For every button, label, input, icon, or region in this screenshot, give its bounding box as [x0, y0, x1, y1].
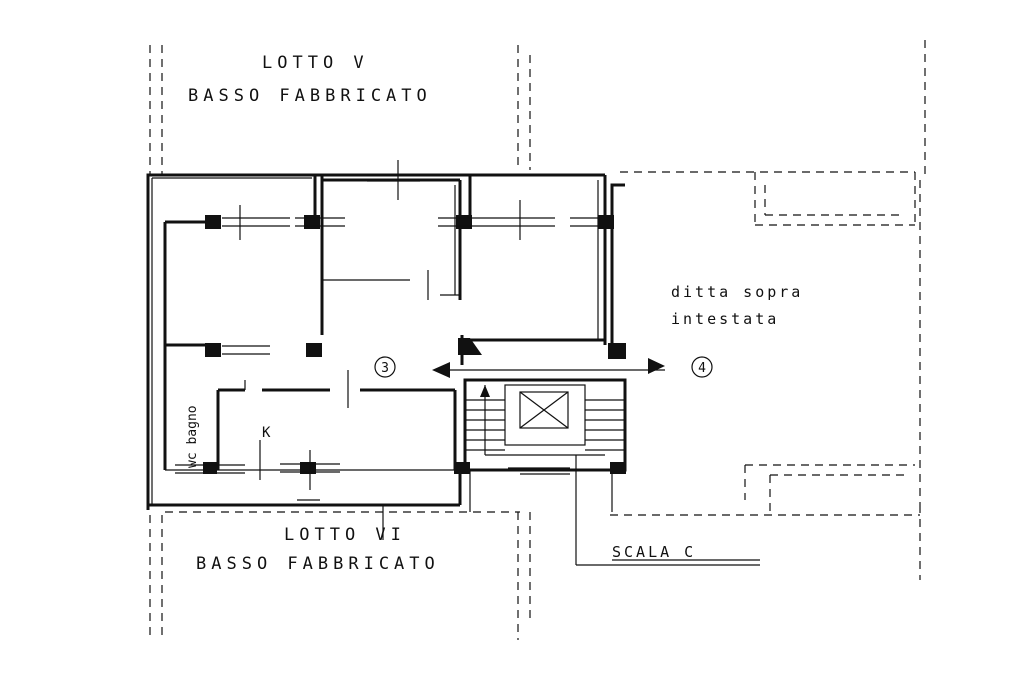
room-kitchen-label: K: [262, 425, 271, 441]
openings: [175, 160, 598, 540]
lot-top-subtitle: BASSO FABBRICATO: [188, 86, 432, 106]
lot-top-title: LOTTO V: [262, 53, 369, 73]
unit-3-number: 3: [381, 361, 389, 376]
unit-3-marker: 3: [374, 356, 396, 378]
unit-4-marker: 4: [691, 356, 713, 378]
staircase-c: [463, 378, 760, 566]
owner-note-line2: intestata: [671, 310, 779, 328]
unit-4-number: 4: [698, 361, 706, 376]
landing: [432, 183, 665, 378]
owner-note-line1: ditta sopra: [671, 283, 803, 301]
stair-label: SCALA C: [612, 543, 696, 561]
lot-boundaries: [149, 40, 926, 640]
lot-bottom-subtitle: BASSO FABBRICATO: [196, 554, 440, 574]
lot-bottom-title: LOTTO VI: [284, 525, 406, 545]
room-bathroom-label: wc bagno: [185, 405, 200, 468]
